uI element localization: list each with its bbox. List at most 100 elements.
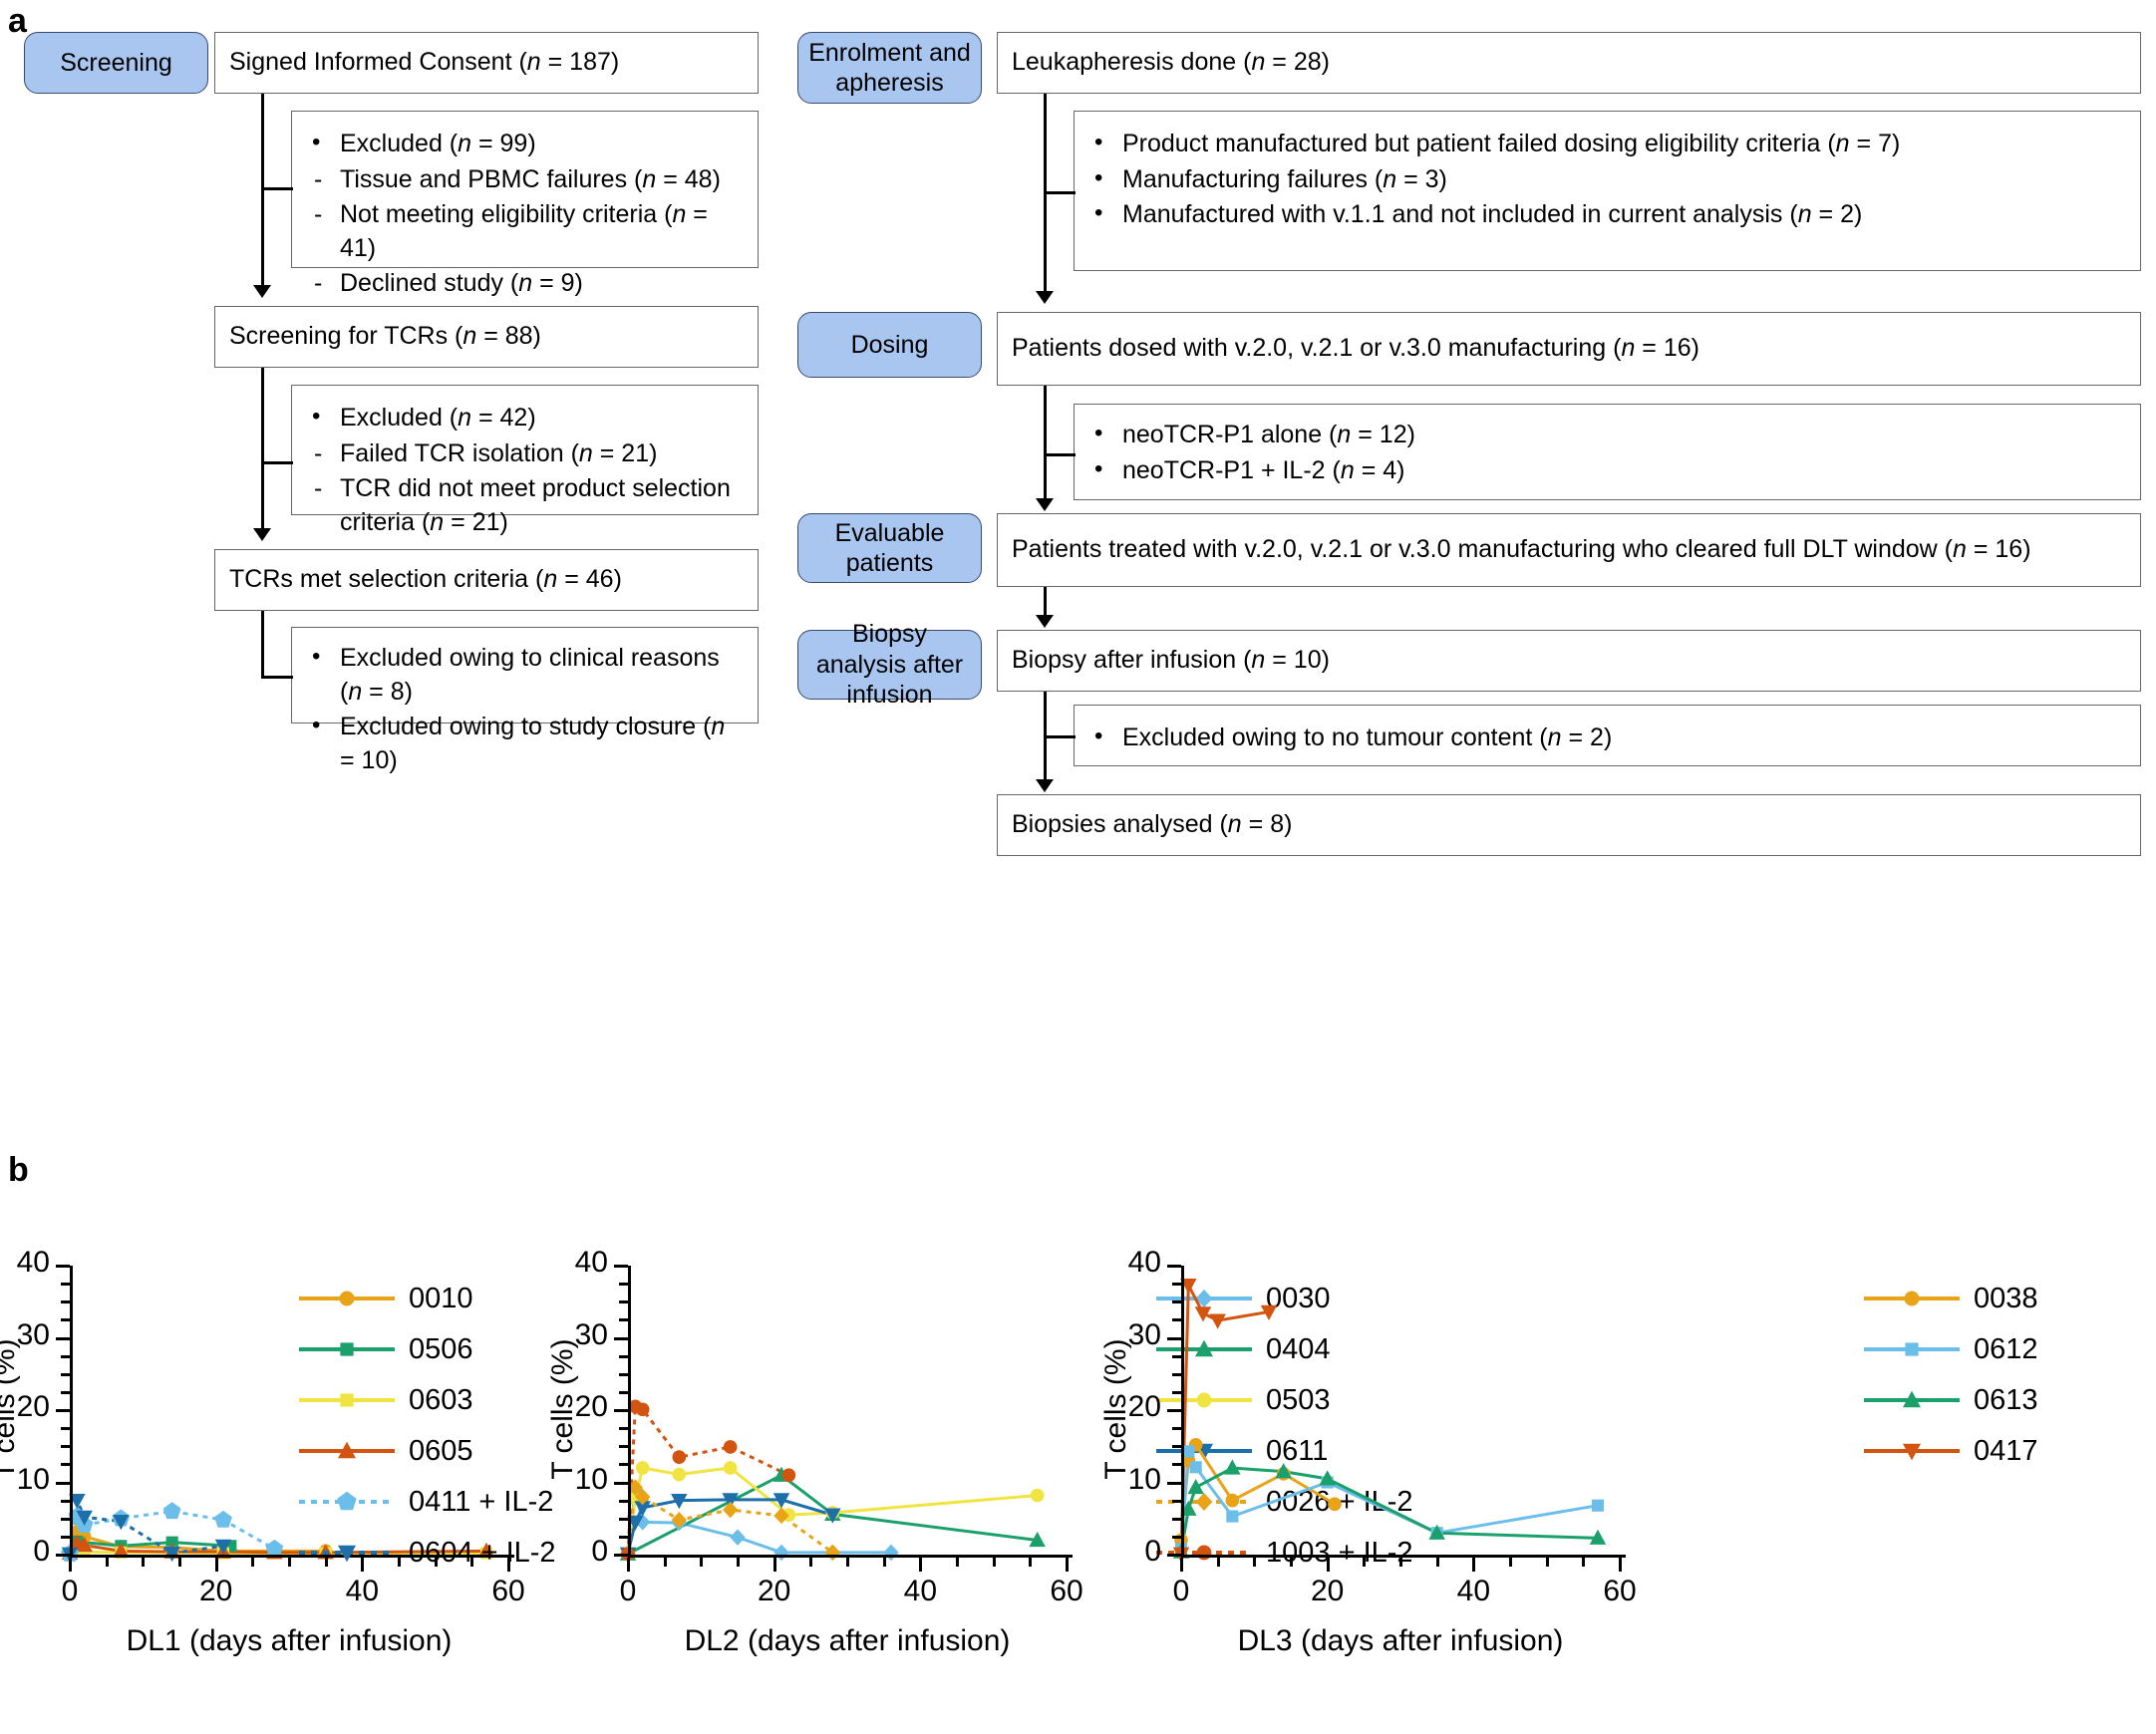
connector-horizontal: [1044, 453, 1076, 456]
data-point: [1226, 1510, 1239, 1523]
legend-label: 0506: [409, 1332, 473, 1365]
y-tick: [619, 1427, 628, 1431]
x-tick: [1029, 1558, 1033, 1567]
connector-arrow: [1036, 498, 1054, 511]
panel-b-letter: b: [8, 1151, 29, 1189]
connector-horizontal: [261, 187, 293, 190]
data-point: [76, 1510, 93, 1526]
legend-item: 0417: [1864, 1431, 2038, 1471]
box-regimens: neoTCR-P1 alone (n = 12) neoTCR-P1 + IL-…: [1074, 404, 2141, 500]
x-tick: [1216, 1558, 1220, 1567]
legend-swatch: [1864, 1390, 1960, 1408]
y-tick-label: 0: [33, 1535, 50, 1568]
data-point: [113, 1515, 130, 1531]
box-signed-consent: Signed Informed Consent (n = 187): [214, 32, 759, 94]
panel-a-letter: a: [8, 2, 27, 40]
data-point: [671, 1511, 688, 1529]
x-tick: [69, 1558, 72, 1572]
legend-marker: [339, 1291, 355, 1306]
data-point: [1225, 1493, 1240, 1508]
x-tick: [772, 1558, 776, 1572]
biopsy-after-infusion-text: Biopsy after infusion (n = 10): [1012, 646, 1330, 675]
list-item: TCR did not meet product selection crite…: [306, 472, 744, 539]
y-tick: [614, 1336, 628, 1340]
y-tick: [619, 1390, 628, 1394]
legend-item: 0038: [1864, 1279, 2038, 1318]
y-tick: [61, 1283, 70, 1287]
x-tick: [1435, 1558, 1439, 1567]
data-point: [824, 1544, 841, 1562]
list-item: Failed TCR isolation (n = 21): [306, 437, 744, 471]
y-tick: [1172, 1535, 1181, 1539]
y-axis-title: T cells (%): [546, 1338, 579, 1480]
stage-enrolment-apheresis: Enrolment and apheresis: [797, 32, 982, 104]
legend-swatch: [1864, 1443, 1960, 1461]
connector-vertical: [1044, 386, 1047, 498]
x-tick: [1180, 1558, 1183, 1572]
legend-swatch: [299, 1291, 395, 1306]
data-point: [1180, 1500, 1197, 1516]
y-tick-label: 10: [574, 1462, 608, 1496]
y-tick: [614, 1265, 628, 1268]
y-tick: [1167, 1554, 1181, 1557]
legend-swatch: [1156, 1290, 1252, 1307]
plot-area: [1172, 1278, 1607, 1563]
data-point: [165, 1536, 178, 1549]
y-tick: [61, 1372, 70, 1376]
patients-treated-text: Patients treated with v.2.0, v.2.1 or v.…: [1012, 535, 2031, 564]
tcrs-met-text: TCRs met selection criteria (n = 46): [229, 565, 622, 594]
list-item: Not meeting eligibility criteria (n = 41…: [306, 198, 744, 265]
data-point: [1194, 1306, 1212, 1322]
y-tick: [1172, 1354, 1181, 1358]
y-tick: [1172, 1300, 1181, 1304]
list-item: neoTCR-P1 alone (n = 12): [1088, 418, 2126, 452]
list-item: Manufacturing failures (n = 3): [1088, 162, 2126, 197]
x-axis-title: DL2 (days after infusion): [684, 1624, 1011, 1657]
legend-swatch: [299, 1342, 395, 1356]
x-tick: [288, 1558, 291, 1567]
legend-label: 0611: [1266, 1434, 1329, 1467]
x-tick: [809, 1558, 813, 1567]
y-tick-label: 40: [574, 1246, 608, 1279]
legend-label: 0603: [409, 1383, 473, 1416]
data-point: [1224, 1459, 1241, 1475]
x-tick: [627, 1558, 630, 1572]
y-tick-label: 30: [16, 1317, 50, 1351]
series-line-0404: [627, 1473, 1038, 1556]
box-excluded-no-tumour: Excluded owing to no tumour content (n =…: [1074, 705, 2141, 766]
legend-marker: [340, 1393, 354, 1407]
legend-marker: [1195, 1339, 1213, 1357]
x-tick: [507, 1558, 510, 1572]
data-point: [672, 1467, 687, 1482]
y-tick: [614, 1481, 628, 1485]
y-tick: [619, 1318, 628, 1322]
y-tick: [1172, 1463, 1181, 1467]
x-tick: [846, 1558, 849, 1567]
list-item: Manufactured with v.1.1 and not included…: [1088, 197, 2126, 232]
data-point: [1328, 1497, 1342, 1512]
x-tick: [1363, 1558, 1367, 1567]
data-point: [1187, 1478, 1204, 1495]
x-tick-label: 60: [1603, 1575, 1637, 1607]
legend-marker: [1195, 1290, 1213, 1307]
box-excluded-screening: Excluded (n = 99) Tissue and PBMC failur…: [291, 111, 759, 336]
y-axis: [1181, 1266, 1184, 1558]
y-axis-title: T cells (%): [1099, 1338, 1132, 1480]
x-tick-label: 0: [619, 1575, 637, 1607]
data-point: [781, 1468, 796, 1483]
data-point: [214, 1510, 232, 1528]
list-item: neoTCR-P1 + IL-2 (n = 4): [1088, 453, 2126, 488]
data-point: [773, 1507, 789, 1525]
y-tick: [1172, 1427, 1181, 1431]
legend-item: 0612: [1864, 1329, 2038, 1369]
y-tick: [61, 1390, 70, 1394]
list-item: Excluded (n = 42): [306, 401, 744, 435]
legend-item: 0605: [299, 1431, 556, 1471]
y-tick: [619, 1354, 628, 1358]
x-tick-label: 60: [491, 1575, 525, 1607]
x-tick-label: 40: [1456, 1575, 1491, 1607]
data-point: [1260, 1304, 1278, 1320]
